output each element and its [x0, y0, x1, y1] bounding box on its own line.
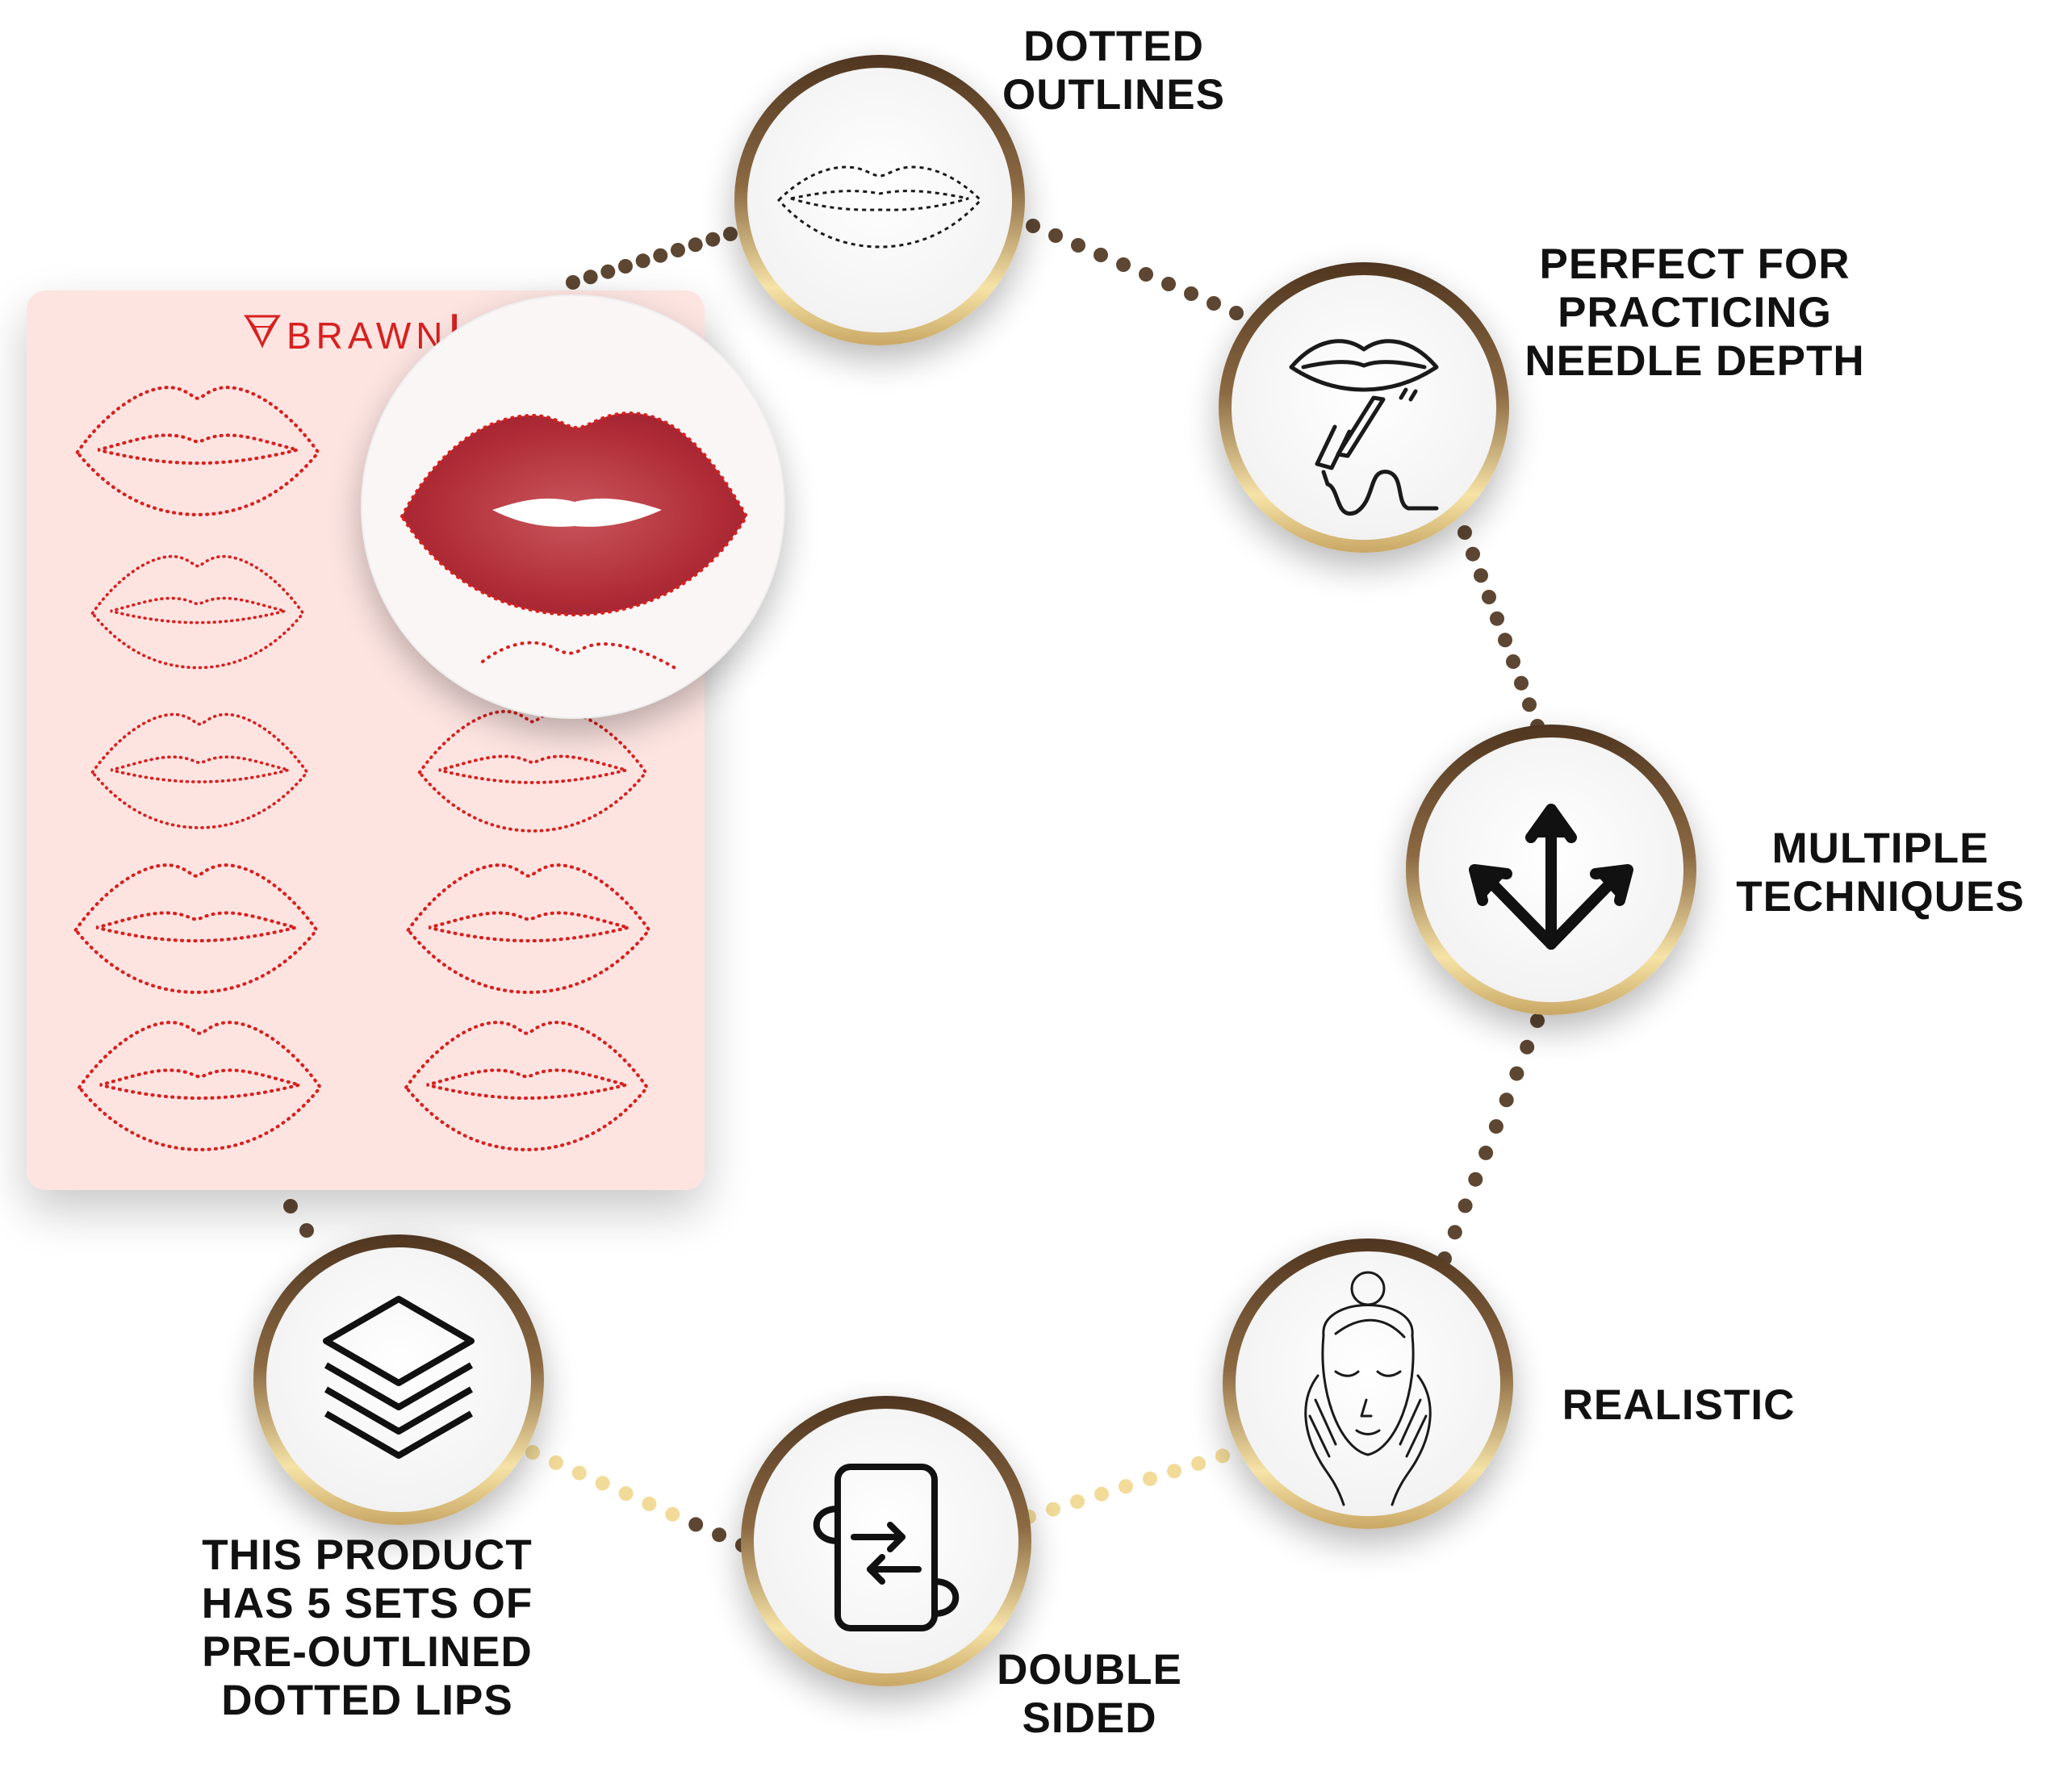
layers-icon [323, 1296, 475, 1459]
label-five-sets: THIS PRODUCT HAS 5 SETS OF PRE-OUTLINED … [201, 1531, 533, 1724]
magnifier-lips [361, 294, 785, 719]
connector-dot [712, 1527, 727, 1543]
feature-circle-needle-depth [1219, 262, 1509, 553]
connector-dot [583, 269, 598, 285]
connector-dot [1191, 1456, 1206, 1471]
logo-text-black: BRAWN [286, 315, 448, 357]
connector-dot [1447, 1225, 1462, 1240]
connector-dot [1026, 219, 1040, 233]
flip-phone-icon [813, 1464, 960, 1631]
connector-dot [1070, 1494, 1085, 1510]
connector-dot [1499, 1092, 1514, 1108]
connector-dot [665, 1506, 680, 1522]
connector-dot [1514, 675, 1529, 691]
connector-dot [566, 275, 580, 290]
connector-dot [723, 227, 738, 241]
connector-dot [1457, 525, 1472, 540]
connector-dot [1071, 238, 1085, 253]
connector-dot [1143, 1471, 1157, 1486]
connector-dot [1506, 654, 1520, 669]
connector-dot [600, 264, 616, 279]
connector-dot [642, 1496, 657, 1511]
feature-circle-realistic [1223, 1239, 1513, 1529]
connector-dot [1478, 1145, 1494, 1160]
connector-dot [299, 1223, 314, 1238]
connector-dot [1468, 1172, 1483, 1187]
connector-dot [1229, 306, 1244, 320]
connector-dot [688, 237, 703, 253]
connector-dot [688, 1517, 704, 1532]
connector-dot [705, 232, 721, 247]
connector-dot [1048, 228, 1063, 243]
connector-dot [1207, 296, 1221, 311]
connector-dot [548, 1455, 563, 1470]
face-icon [1304, 1271, 1432, 1506]
connector-dot [525, 1445, 540, 1460]
three-arrows-icon [1469, 804, 1633, 950]
connector-dot [571, 1465, 587, 1481]
feature-circle-double-sided [741, 1396, 1031, 1686]
label-needle-depth: PERFECT FOR PRACTICING NEEDLE DEPTH [1524, 240, 1865, 385]
label-realistic: REALISTIC [1562, 1381, 1796, 1429]
connector-dot [1119, 1479, 1133, 1494]
lips-needle-icon [1289, 339, 1439, 516]
label-double-sided: DOUBLE SIDED [997, 1646, 1182, 1742]
connector-dot [1482, 590, 1496, 604]
connector-dot [1215, 1448, 1230, 1464]
connector-dot [1161, 277, 1176, 291]
label-dotted-outlines: DOTTED OUTLINES [1002, 23, 1225, 119]
connector-dot [1522, 697, 1537, 712]
connector-dot [1520, 1039, 1535, 1055]
connector-dot [1498, 633, 1512, 648]
connector-dot [618, 259, 633, 274]
connector-dot [283, 1199, 298, 1213]
connector-dot [1530, 1013, 1545, 1028]
connector-dot [1139, 267, 1153, 282]
connector-dot [1466, 546, 1480, 562]
connector-dot [1474, 568, 1488, 583]
connector-dot [1490, 611, 1504, 626]
label-multiple-techniques: MULTIPLE TECHNIQUES [1736, 825, 2025, 921]
connector-dot [1094, 248, 1108, 262]
connector-dot [1094, 1486, 1109, 1502]
connector-dot [595, 1476, 610, 1491]
connector-dot [1184, 286, 1198, 301]
connector-dot [1167, 1464, 1181, 1479]
connector-dot [1457, 1198, 1473, 1213]
connector-dot [1116, 257, 1131, 272]
feature-circle-dotted-outlines [734, 55, 1025, 345]
connector-dot [1046, 1502, 1060, 1517]
dotted-lips-icon [776, 165, 983, 249]
connector-dot [1509, 1066, 1524, 1081]
connector-dot [618, 1486, 634, 1502]
connector-dot [671, 243, 685, 257]
connector-dot [1488, 1119, 1503, 1134]
connector-dot [653, 248, 668, 263]
connector-dot [635, 253, 650, 269]
